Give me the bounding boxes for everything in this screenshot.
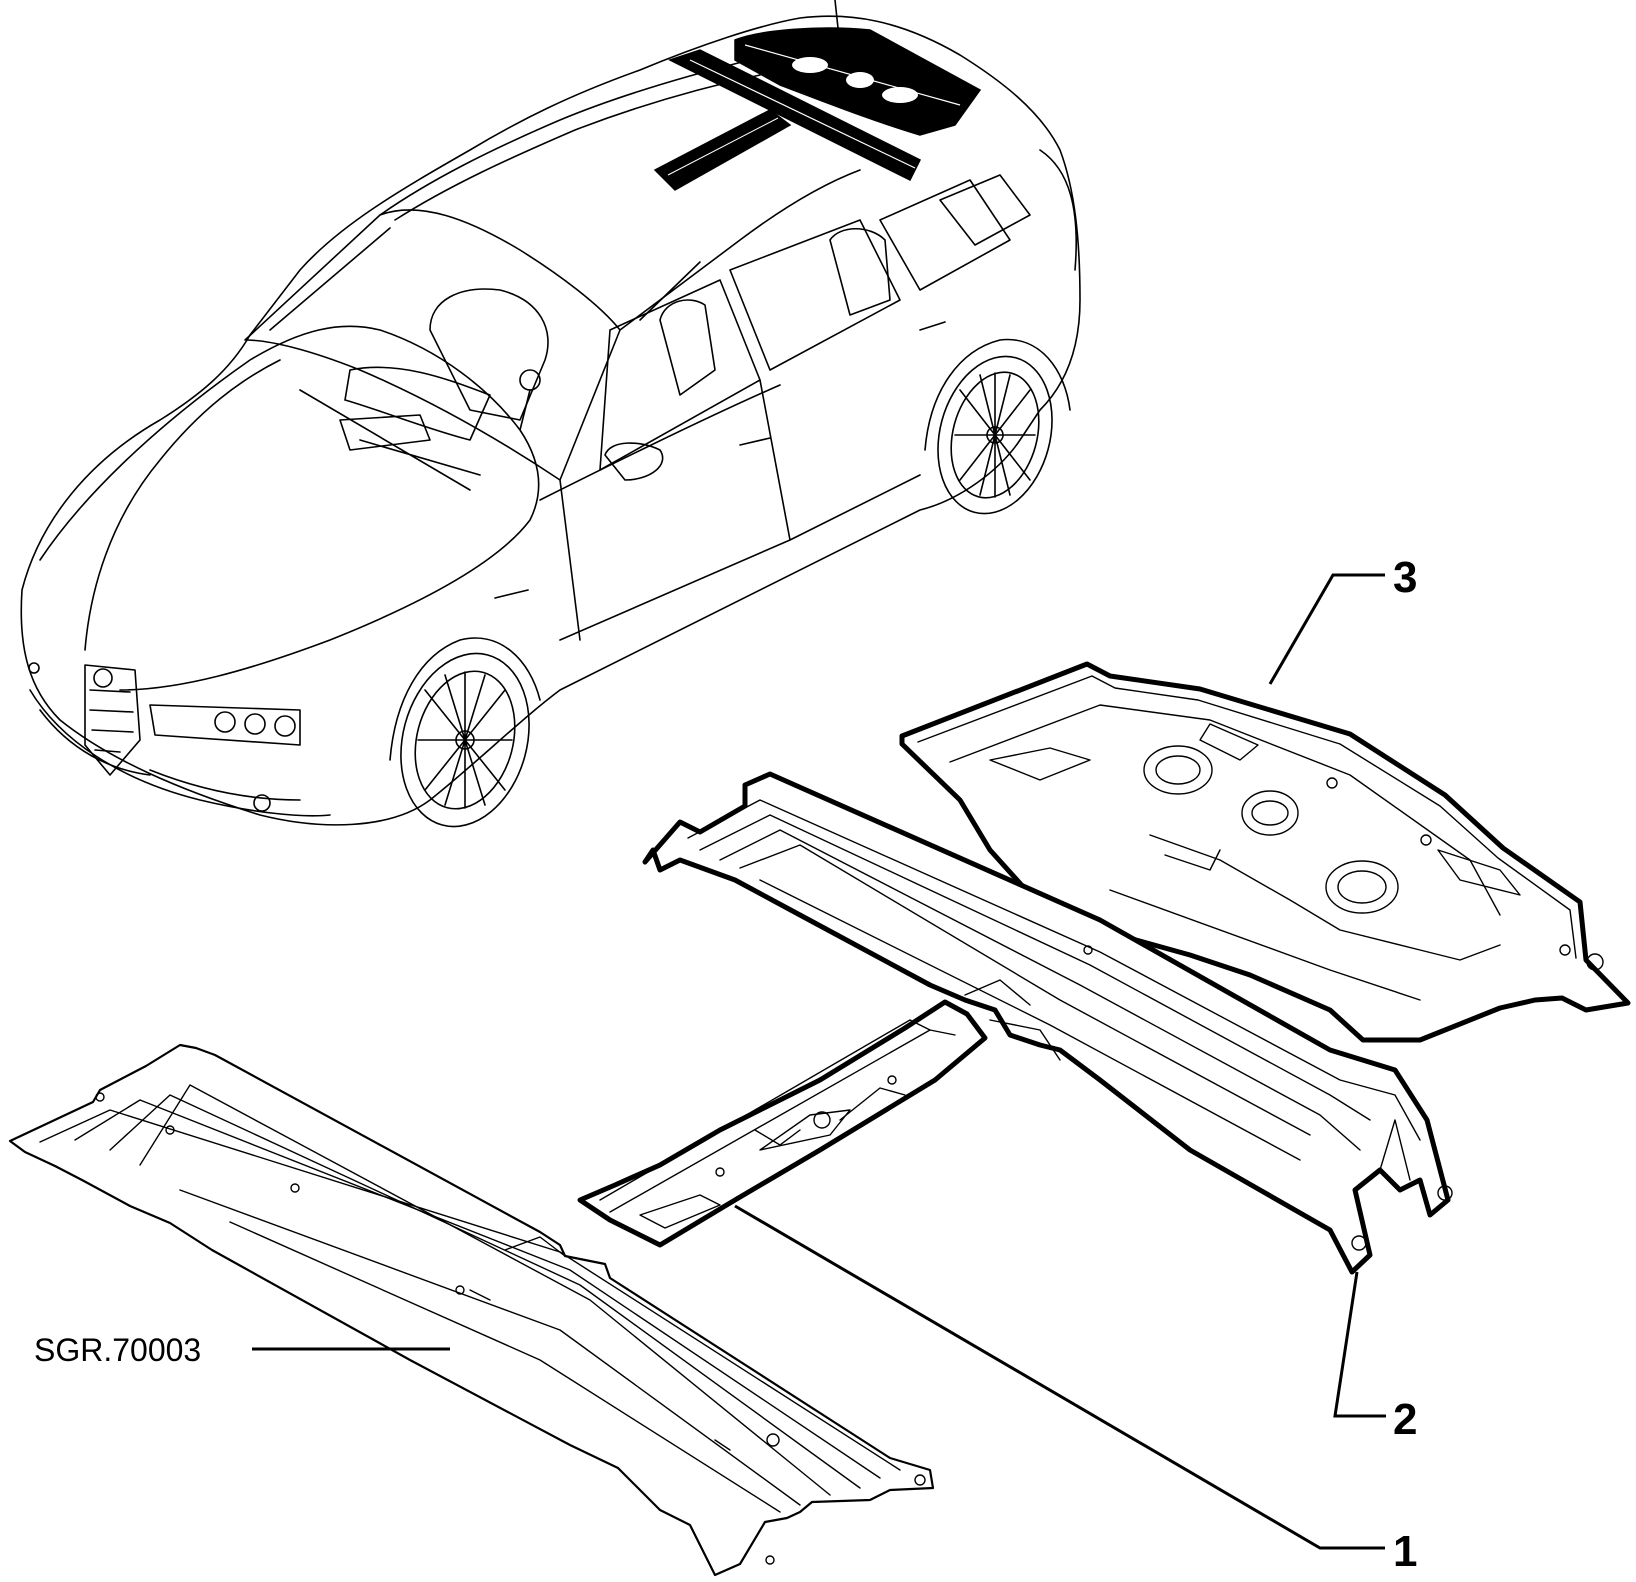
labels: 3 2 1 SGR.70003	[34, 553, 1417, 1576]
floor-panel-sgr	[8, 1043, 935, 1577]
leader-1	[734, 1204, 1385, 1550]
callout-3: 3	[1393, 553, 1417, 602]
callout-2: 2	[1393, 1395, 1417, 1444]
part-2-crossmember	[642, 771, 1453, 1275]
reference-code-label: SGR.70003	[34, 1332, 201, 1368]
car-illustration	[20, 0, 1081, 828]
leader-lines	[252, 573, 1386, 1550]
leader-2	[1333, 1271, 1386, 1418]
part-1-plate	[577, 999, 988, 1248]
leader-3	[1268, 573, 1385, 685]
callout-1: 1	[1393, 1527, 1417, 1576]
